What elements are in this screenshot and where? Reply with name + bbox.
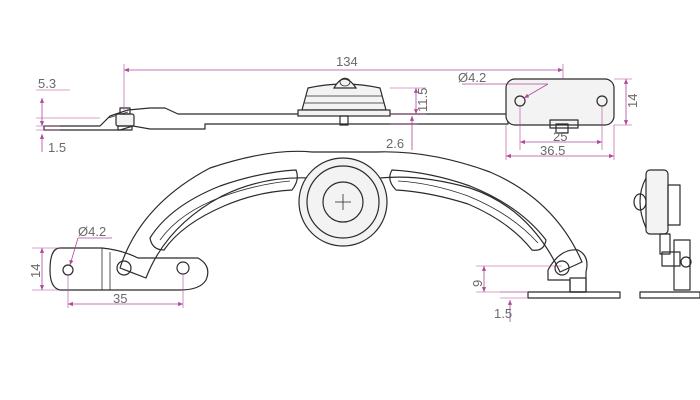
dim-flange-thickness: 2.6 bbox=[386, 136, 404, 151]
top-hub-knob bbox=[332, 78, 358, 89]
front-right-foot bbox=[527, 291, 621, 299]
dim-bracket-height-front: 14 bbox=[28, 264, 43, 278]
dim-bracket-length-front: 35 bbox=[113, 291, 127, 306]
front-view bbox=[49, 150, 621, 299]
front-left-hole-3 bbox=[176, 261, 190, 275]
dimension-layer: 134 5.3 1.5 11.5 2.6 Ø4.2 14 25 bbox=[28, 54, 640, 322]
front-right-bracket bbox=[547, 249, 588, 293]
dim-foot-height: 9 bbox=[470, 280, 485, 287]
front-slot-left bbox=[149, 169, 298, 251]
dim-foot-thickness: 1.5 bbox=[494, 306, 512, 321]
dim-hole-spacing-top: 25 bbox=[553, 129, 567, 144]
top-view bbox=[43, 77, 615, 134]
front-left-plate bbox=[49, 247, 209, 291]
dim-hub-height: 11.5 bbox=[415, 88, 430, 112]
dim-overall-length: 134 bbox=[336, 54, 358, 69]
top-link-plate bbox=[43, 107, 509, 131]
dim-bracket-width: 14 bbox=[625, 94, 640, 108]
front-hub-mid bbox=[306, 165, 380, 239]
side-foot bbox=[639, 291, 700, 299]
front-slot-right bbox=[389, 169, 547, 251]
front-right-hole bbox=[554, 260, 570, 276]
side-hub-body bbox=[645, 169, 669, 235]
dim-plate-thickness-top: 5.3 bbox=[38, 76, 56, 91]
dim-plate-offset-top: 1.5 bbox=[48, 140, 66, 155]
front-left-hole-1 bbox=[62, 264, 74, 276]
top-right-bracket bbox=[505, 78, 615, 126]
dim-hole-diameter-front: Ø4.2 bbox=[78, 224, 106, 239]
dim-hole-diameter-top: Ø4.2 bbox=[458, 70, 486, 85]
front-arched-arm bbox=[119, 150, 583, 279]
side-view bbox=[633, 169, 700, 299]
top-left-pivot bbox=[115, 113, 135, 127]
front-left-hole-2 bbox=[116, 260, 132, 276]
front-hub-inner bbox=[322, 181, 364, 223]
dim-bracket-length: 36.5 bbox=[540, 143, 565, 158]
